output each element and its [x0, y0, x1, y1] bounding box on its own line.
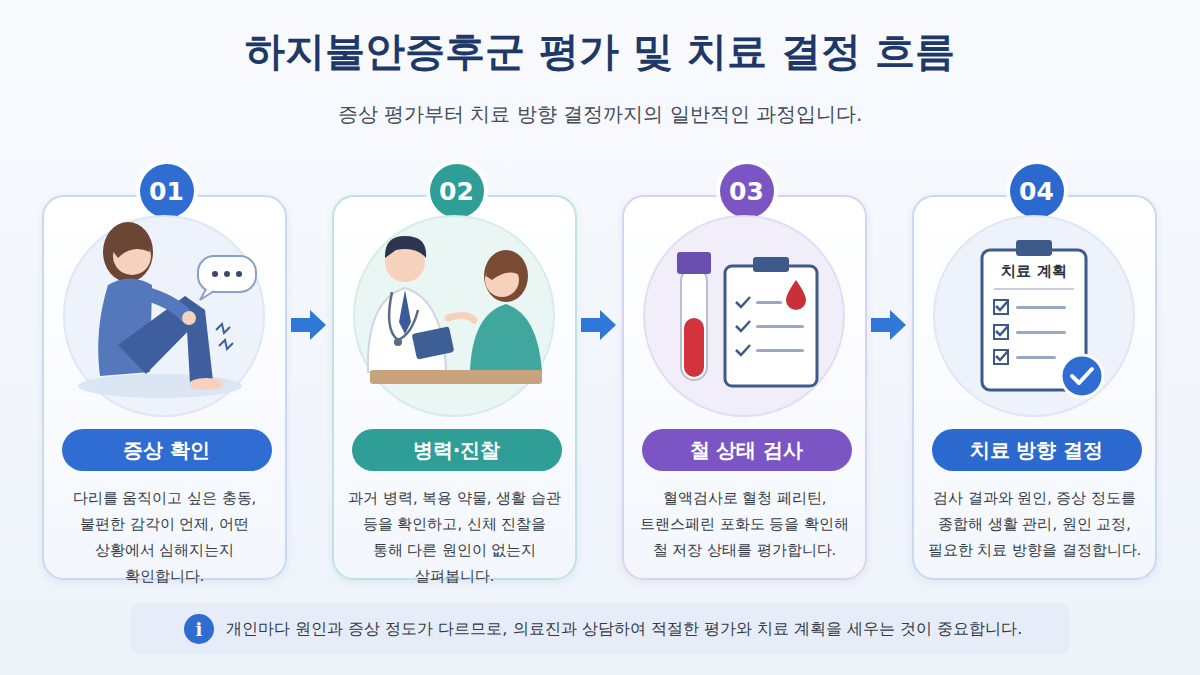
info-icon-text: i	[196, 619, 203, 640]
step-number-text: 01	[149, 177, 184, 206]
step-number: 01	[140, 164, 194, 218]
step-card: 다리를 움직이고 싶은 충동, 불편한 감각이 언제, 어떤 상황에서 심해지는…	[42, 195, 287, 580]
step-card: 혈액검사로 혈청 페리틴, 트랜스페린 포화도 등을 확인해 철 저장 상태를 …	[622, 195, 867, 580]
diagram-caption: 증상 평가부터 치료 방향 결정까지의 일반적인 과정입니다.	[0, 101, 1200, 128]
step-card: 검사 결과와 원인, 증상 정도를 종합해 생활 관리, 원인 교정, 필요한 …	[912, 195, 1157, 580]
step-description: 과거 병력, 복용 약물, 생활 습관 등을 확인하고, 신체 진찰을 통해 다…	[346, 485, 563, 589]
step-card: 과거 병력, 복용 약물, 생활 습관 등을 확인하고, 신체 진찰을 통해 다…	[332, 195, 577, 580]
step-label-text: 증상 확인	[123, 437, 210, 464]
step-label: 치료 방향 결정	[932, 429, 1142, 471]
step-label-text: 철 상태 검사	[690, 437, 804, 464]
flow-arrow	[581, 310, 616, 340]
step-number: 02	[430, 164, 484, 218]
step-description: 혈액검사로 혈청 페리틴, 트랜스페린 포화도 등을 확인해 철 저장 상태를 …	[636, 485, 853, 563]
step-label: 병력·진찰	[352, 429, 562, 471]
step-number: 04	[1010, 164, 1064, 218]
step-number-text: 04	[1019, 177, 1054, 206]
step-label: 철 상태 검사	[642, 429, 852, 471]
clipboard-heading: 치료 계획	[984, 262, 1084, 281]
step-number-text: 02	[439, 177, 474, 206]
note-text: 개인마다 원인과 증상 정도가 다르므로, 의료진과 상담하여 적절한 평가와 …	[226, 603, 1060, 655]
step-label-text: 병력·진찰	[413, 437, 501, 464]
diagram-title: 하지불안증후군 평가 및 치료 결정 흐름	[0, 24, 1200, 79]
step-label: 증상 확인	[62, 429, 272, 471]
step-description: 검사 결과와 원인, 증상 정도를 종합해 생활 관리, 원인 교정, 필요한 …	[926, 485, 1143, 563]
flow-arrow	[291, 310, 326, 340]
step-number: 03	[720, 164, 774, 218]
flow-arrow	[871, 310, 906, 340]
info-icon: i	[184, 614, 214, 644]
step-description: 다리를 움직이고 싶은 충동, 불편한 감각이 언제, 어떤 상황에서 심해지는…	[56, 485, 273, 589]
note-box: 개인마다 원인과 증상 정도가 다르므로, 의료진과 상담하여 적절한 평가와 …	[130, 603, 1070, 655]
step-label-text: 치료 방향 결정	[970, 437, 1104, 464]
step-number-text: 03	[729, 177, 764, 206]
